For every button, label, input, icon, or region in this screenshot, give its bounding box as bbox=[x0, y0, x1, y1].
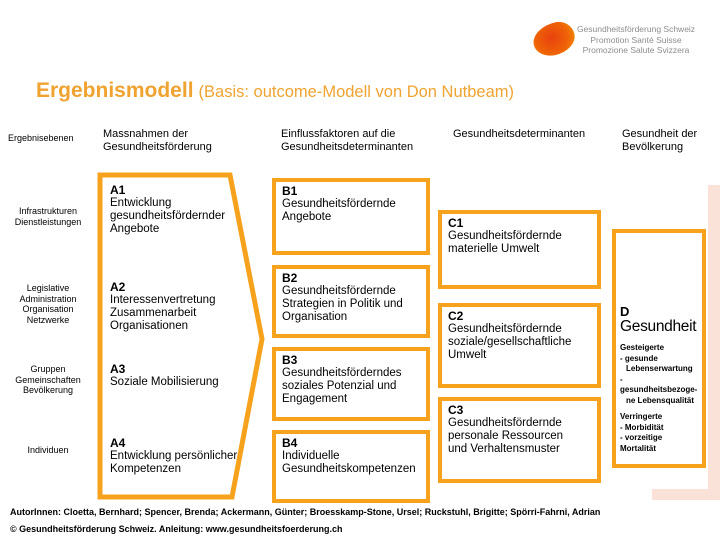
box-a2: A2 Interessenvertretung Zusammenarbeit O… bbox=[110, 281, 244, 333]
d-detail-lebenserwartung: Lebenserwartung bbox=[626, 364, 693, 373]
d-detail-morbiditaet: - Morbidität bbox=[620, 422, 664, 432]
box-b4: B4 Individuelle Gesundheitskompetenzen bbox=[272, 430, 430, 503]
box-b1-id: B1 bbox=[282, 184, 298, 198]
footer-copyright: © Gesundheitsförderung Schweiz. Anleitun… bbox=[10, 524, 343, 534]
box-c2: C2 Gesundheitsfördernde soziale/gesellsc… bbox=[438, 303, 601, 388]
header-einflussfaktoren: Einflussfaktoren auf die Gesundheitsdete… bbox=[281, 128, 414, 153]
box-a4: A4 Entwicklung persönlicher Kompetenzen bbox=[110, 437, 252, 476]
box-c2-text: Gesundheitsfördernde soziale/gesellschaf… bbox=[448, 323, 572, 361]
box-c1-text: Gesundheitsfördernde materielle Umwelt bbox=[448, 230, 562, 255]
box-a1-text: Entwicklung gesundheitsfördernder Angebo… bbox=[110, 197, 226, 235]
row-label-gruppen: Gruppen Gemeinschaften Bevölkerung bbox=[15, 364, 81, 395]
box-a1: A1 Entwicklung gesundheitsfördernder Ang… bbox=[110, 184, 244, 236]
box-d-details: Gesteigerte - gesunde Lebenserwartung - … bbox=[620, 343, 698, 454]
footer-authors: AutorInnen: Cloetta, Bernhard; Spencer, … bbox=[10, 507, 601, 517]
box-a1-id: A1 bbox=[110, 183, 126, 197]
box-a3-id: A3 bbox=[110, 362, 126, 376]
box-a4-id: A4 bbox=[110, 436, 126, 450]
header-gesundheit-der-bevoelkerung: Gesundheit der Bevölkerung bbox=[622, 128, 698, 153]
box-b1-text: Gesundheitsfördernde Angebote bbox=[282, 198, 396, 223]
pale-strip-right bbox=[708, 185, 720, 500]
box-b3-id: B3 bbox=[282, 353, 298, 367]
box-b4-text: Individuelle Gesundheitskompetenzen bbox=[282, 450, 416, 475]
box-a2-text: Interessenvertretung Zusammenarbeit Orga… bbox=[110, 294, 216, 332]
box-b2: B2 Gesundheitsfördernde Strategien in Po… bbox=[272, 265, 430, 338]
box-a2-id: A2 bbox=[110, 280, 126, 294]
box-a3-text: Soziale Mobilisierung bbox=[110, 376, 219, 388]
box-b4-id: B4 bbox=[282, 436, 298, 450]
page-title-main: Ergebnismodell bbox=[36, 79, 194, 102]
d-detail-gesunde: - gesunde bbox=[620, 353, 658, 363]
box-c3: C3 Gesundheitsfördernde personale Ressou… bbox=[438, 397, 601, 483]
box-c3-text: Gesundheitsfördernde personale Ressource… bbox=[448, 417, 564, 455]
page-title-suffix: (Basis: outcome-Modell von Don Nutbeam) bbox=[198, 83, 514, 101]
box-a4-text: Entwicklung persönlicher Kompetenzen bbox=[110, 450, 238, 475]
box-a3: A3 Soziale Mobilisierung bbox=[110, 363, 244, 389]
row-label-infrastrukturen: Infrastrukturen Dienstleistungen bbox=[14, 206, 82, 227]
row-label-individuen: Individuen bbox=[27, 445, 69, 455]
box-b1: B1 Gesundheitsfördernde Angebote bbox=[272, 178, 430, 255]
box-b2-text: Gesundheitsfördernde Strategien in Polit… bbox=[282, 285, 403, 323]
box-b3-text: Gesundheitsförderndes soziales Potenzial… bbox=[282, 367, 402, 405]
logo-wordmark: Gesundheitsförderung Schweiz Promotion S… bbox=[576, 24, 696, 55]
box-d-title: Gesundheit bbox=[620, 318, 697, 335]
box-c1-id: C1 bbox=[448, 216, 464, 230]
box-d-id: D bbox=[620, 304, 630, 319]
d-detail-gesteigerte: Gesteigerte bbox=[620, 343, 665, 352]
header-massnahmen: Massnahmen der Gesundheitsförderung bbox=[103, 128, 212, 153]
box-b3: B3 Gesundheitsförderndes soziales Potenz… bbox=[272, 347, 430, 421]
row-label-legislative: Legislative Administration Organisation … bbox=[19, 283, 77, 325]
box-c2-id: C2 bbox=[448, 309, 464, 323]
header-gesundheitsdeterminanten: Gesundheitsdeterminanten bbox=[453, 128, 586, 140]
box-c3-id: C3 bbox=[448, 403, 464, 417]
header-ergebnisebenen: Ergebnisebenen bbox=[8, 133, 74, 143]
pale-strip-bottom-right bbox=[652, 489, 720, 500]
d-detail-gesundheitsbezogene: - gesundheitsbezoge- bbox=[620, 374, 698, 395]
d-detail-verringerte: Verringerte bbox=[620, 412, 663, 421]
box-d: D Gesundheit Gesteigerte - gesunde Leben… bbox=[612, 229, 706, 468]
d-detail-mortalitaet: - vorzeitige Mortalität bbox=[620, 433, 663, 453]
d-detail-lebensqualitaet: ne Lebensqualität bbox=[626, 395, 695, 405]
box-c1: C1 Gesundheitsfördernde materielle Umwel… bbox=[438, 210, 601, 289]
box-b2-id: B2 bbox=[282, 271, 298, 285]
page-title: Ergebnismodell(Basis: outcome-Modell von… bbox=[36, 79, 514, 103]
